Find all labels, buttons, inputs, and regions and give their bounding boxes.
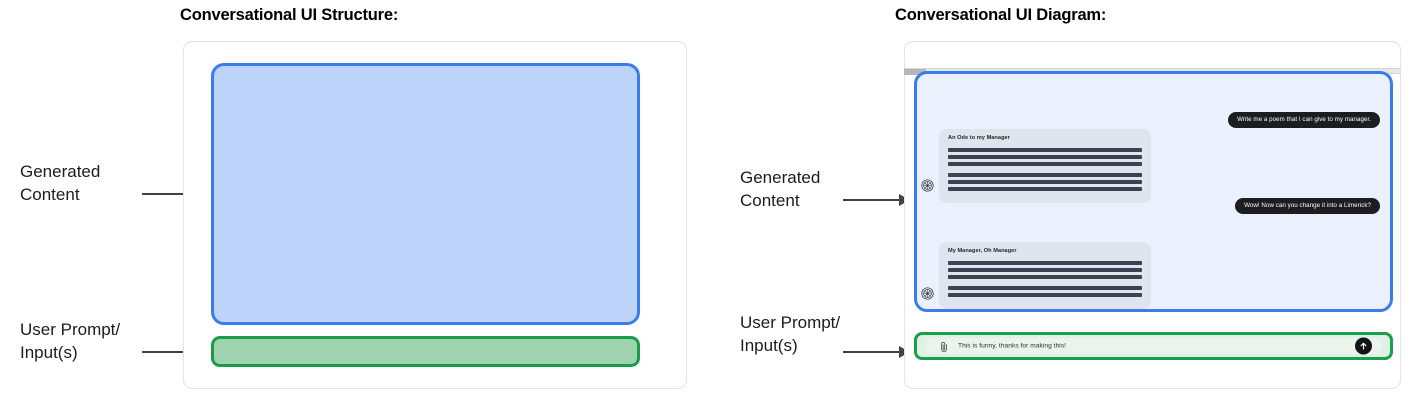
page-title-structure: Conversational UI Structure:: [180, 6, 399, 24]
placeholder-gap: [948, 282, 1142, 286]
annotation-user-prompt: User Prompt/ Input(s): [20, 320, 121, 363]
assistant-response-card: My Manager, Oh Manager: [939, 242, 1151, 309]
send-button[interactable]: [1355, 337, 1372, 355]
arrow-up-icon: [1360, 342, 1367, 350]
generated-content-area: Write me a poem that I can give to my ma…: [914, 71, 1393, 312]
placeholder-line: [948, 172, 1142, 177]
user-message-bubble: Write me a poem that I can give to my ma…: [1228, 112, 1380, 129]
left-panel: Conversational UI Structure: Generated C…: [20, 6, 687, 389]
user-input-composer[interactable]: This is funny, thanks for making this!: [914, 332, 1393, 360]
assistant-response-title: My Manager, Oh Manager: [948, 248, 1017, 254]
placeholder-line: [948, 292, 1142, 297]
placeholder-line: [948, 260, 1142, 265]
user-message-bubble: Wow! Now can you change it into a Limeri…: [1235, 198, 1380, 215]
arrow-to-user-prompt: [843, 346, 910, 358]
placeholder-line: [948, 147, 1142, 152]
chat-app-frame: Write me a poem that I can give to my ma…: [904, 41, 1401, 389]
right-panel: Conversational UI Diagram: Generated Con…: [708, 0, 1416, 404]
placeholder-line: [948, 285, 1142, 290]
placeholder-line: [948, 179, 1142, 184]
placeholder-gap: [948, 169, 1142, 173]
scrollbar-thumb[interactable]: [904, 69, 926, 75]
composer-inner-field[interactable]: [925, 338, 1382, 354]
generated-content-block: [211, 63, 640, 325]
placeholder-line: [948, 267, 1142, 272]
annotation-user-prompt: User Prompt/ Input(s): [740, 313, 841, 356]
placeholder-line: [948, 274, 1142, 279]
brand-logo-icon: [921, 179, 934, 192]
brand-logo-icon: [921, 287, 934, 300]
annotation-generated-content: Generated Content: [20, 162, 101, 205]
paperclip-icon[interactable]: [939, 340, 949, 353]
annotation-generated-content: Generated Content: [740, 168, 821, 211]
placeholder-line: [948, 154, 1142, 159]
composer-text-value[interactable]: This is funny, thanks for making this!: [958, 342, 1067, 350]
page-title-diagram: Conversational UI Diagram:: [895, 6, 1107, 24]
assistant-response-card: An Ode to my Manager: [939, 129, 1151, 203]
placeholder-line: [948, 161, 1142, 166]
structure-frame: [183, 41, 687, 389]
user-input-block: [211, 336, 640, 367]
placeholder-line: [948, 186, 1142, 191]
assistant-response-title: An Ode to my Manager: [948, 135, 1010, 141]
arrow-to-generated-content: [843, 194, 910, 206]
